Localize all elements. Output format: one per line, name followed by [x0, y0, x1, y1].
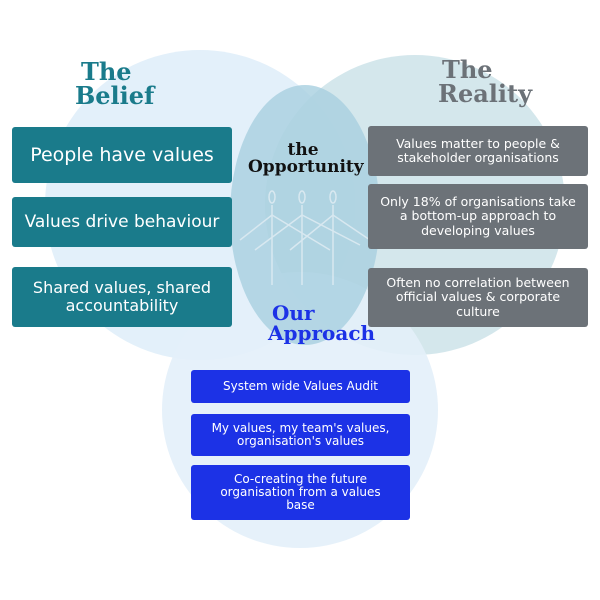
- belief-item: Values drive behaviour: [12, 197, 232, 247]
- approach-title: Our Approach: [268, 303, 375, 343]
- reality-title: The Reality: [438, 58, 532, 106]
- reality-item: Values matter to people & stakeholder or…: [368, 126, 588, 176]
- people-figures-icon: [239, 190, 371, 285]
- approach-item: My values, my team's values, organisatio…: [191, 414, 410, 456]
- belief-item: People have values: [12, 127, 232, 183]
- reality-title-line2: Reality: [438, 79, 533, 108]
- belief-item: Shared values, shared accountability: [12, 267, 232, 327]
- reality-item: Only 18% of organisations take a bottom-…: [368, 184, 588, 249]
- opportunity-title-line1: the: [287, 140, 319, 160]
- reality-title-line1: The: [442, 55, 493, 84]
- approach-title-line1: Our: [272, 301, 315, 325]
- belief-title: The Belief: [75, 60, 154, 108]
- opportunity-title-line2: Opportunity: [248, 157, 364, 177]
- approach-title-line2: Approach: [268, 321, 376, 345]
- approach-item: Co-creating the future organisation from…: [191, 465, 410, 520]
- reality-item: Often no correlation between official va…: [368, 268, 588, 327]
- opportunity-overlap: [230, 85, 380, 345]
- opportunity-title: the Opportunity: [248, 140, 364, 177]
- belief-title-line1: The: [81, 57, 132, 86]
- belief-title-line2: Belief: [75, 81, 155, 110]
- approach-item: System wide Values Audit: [191, 370, 410, 403]
